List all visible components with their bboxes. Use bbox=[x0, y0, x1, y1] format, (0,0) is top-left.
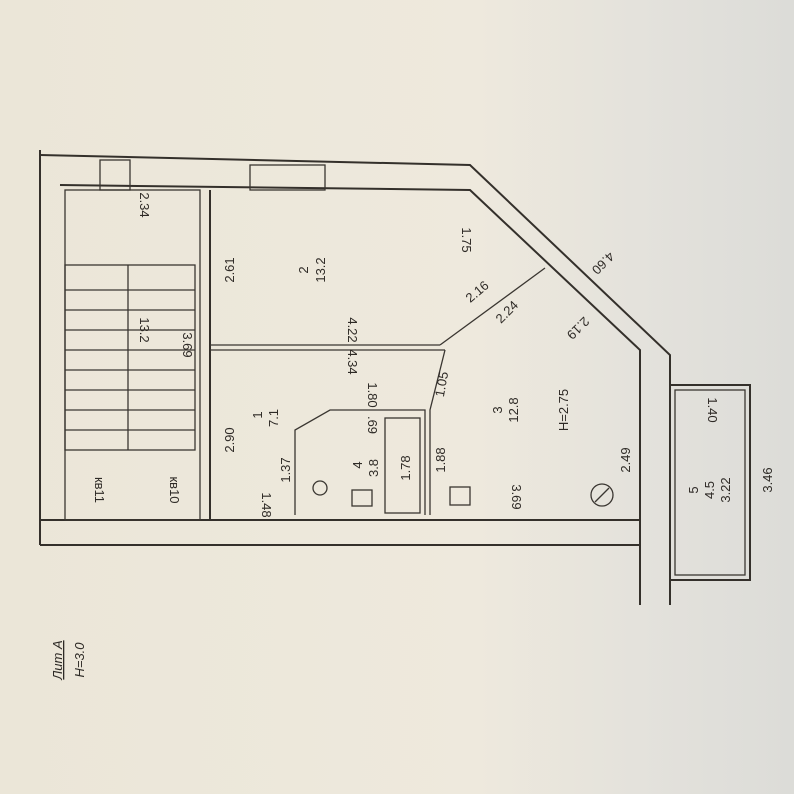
room2-dim-corner: 1.75 bbox=[459, 227, 474, 252]
room1-dim-top: 4.34 bbox=[345, 349, 360, 374]
room3-dim-diag: 2.24 bbox=[493, 298, 522, 327]
toilet-icon bbox=[312, 480, 328, 496]
room3-dim-corner: 1.05 bbox=[432, 370, 451, 398]
room3-dim-wall: 1.88 bbox=[433, 447, 448, 472]
room1-number: 1 bbox=[250, 411, 265, 418]
room5-width: 1.40 bbox=[705, 397, 720, 422]
stair-length: 3.69 bbox=[180, 332, 195, 357]
room3-dim-right: 2.19 bbox=[564, 314, 593, 343]
room5-length: 3.22 bbox=[718, 477, 733, 502]
room5-area: 4.5 bbox=[702, 481, 717, 499]
outer-diag-dim: 4.60 bbox=[589, 249, 618, 278]
room5-outer-length: 3.46 bbox=[760, 467, 775, 492]
room1-dim-small: 1.37 bbox=[278, 457, 293, 482]
room1-area: 7.1 bbox=[266, 409, 281, 427]
room5-number: 5 bbox=[686, 486, 701, 493]
legend-height: H=3.0 bbox=[72, 642, 87, 678]
room2-dim-diag: 2.16 bbox=[463, 278, 492, 306]
room2-number: 2 bbox=[296, 266, 311, 273]
room3-dim-window: 2.49 bbox=[618, 447, 633, 472]
stove-icon bbox=[449, 486, 471, 506]
stair-top-dim: 2.34 bbox=[137, 192, 152, 217]
room3-dim-bottom: 3.69 bbox=[509, 484, 524, 509]
legend-lit: Лит А bbox=[50, 640, 65, 680]
room2-dim-left: 2.61 bbox=[222, 257, 237, 282]
balcony-inner bbox=[674, 389, 746, 576]
room4-dim-bath: 1.78 bbox=[398, 455, 413, 480]
room2-dim-bottom: 4.22 bbox=[345, 317, 360, 342]
room2-area: 13.2 bbox=[313, 257, 328, 282]
walls bbox=[39, 150, 671, 605]
stair-area: 13.2 bbox=[137, 317, 152, 342]
room4-dim-top: 1.80 bbox=[365, 382, 380, 407]
apt-10-label: кв10 bbox=[167, 476, 182, 503]
room1-dim-door: 1.48 bbox=[259, 492, 274, 517]
room1-dim-left: 2.90 bbox=[222, 427, 237, 452]
room4-number: 4 bbox=[350, 461, 365, 468]
stairs bbox=[64, 264, 196, 451]
room3-area: 12.8 bbox=[506, 397, 521, 422]
room3-number: 3 bbox=[490, 406, 505, 413]
room3-height: H=2.75 bbox=[556, 389, 571, 431]
room4-dim-inner: .69 bbox=[365, 416, 380, 434]
sink-icon bbox=[351, 489, 373, 507]
apt-11-label: кв11 bbox=[92, 477, 107, 503]
gas-meter-icon bbox=[590, 483, 614, 507]
balcony-outline bbox=[669, 384, 751, 581]
room4-area: 3.8 bbox=[366, 459, 381, 477]
